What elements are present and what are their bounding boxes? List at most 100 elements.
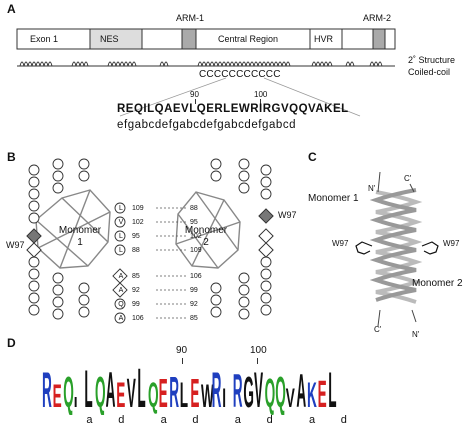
domain-central-label: Central Region (218, 34, 279, 44)
logo-letter: R (169, 368, 179, 415)
pair-left-num-6: 92 (132, 287, 140, 294)
pair-right-num-3: 102 (190, 233, 202, 240)
logo-letter: G (243, 368, 254, 415)
secondary-structure-line (17, 61, 395, 67)
panel-c-letter: C (308, 150, 317, 164)
logo-letter: E (53, 380, 62, 415)
logo-letter: Q (63, 368, 74, 415)
pair-right-num-2: 95 (190, 219, 198, 226)
logo-letter: A (106, 362, 116, 415)
pair-right-num-6: 99 (190, 287, 198, 294)
logo-letter: Q (265, 371, 276, 415)
pair-right-num-4: 109 (190, 247, 202, 254)
core-res-5: A (118, 273, 124, 280)
panel-d-letter: D (7, 336, 16, 350)
pair-left-num-7: 99 (132, 301, 140, 308)
wheel-monomer-1 (35, 189, 111, 269)
n-bot-label: N' (412, 330, 420, 339)
left-residue-columns (28, 158, 90, 320)
logo-heptad-mark: a (309, 414, 316, 426)
c-bot-label: C' (374, 325, 382, 334)
logo-letter: Q (95, 368, 106, 415)
c-top-label: C' (404, 174, 412, 183)
core-res-1: L (119, 205, 123, 212)
logo-letter: Q (275, 368, 286, 415)
heptad-register: efgabcdefgabcdefgabcdefgabcd (117, 119, 297, 131)
w97-c-right-label: W97 (443, 239, 460, 248)
logo-heptad-mark: a (86, 414, 93, 426)
pair-left-num-1: 109 (132, 205, 144, 212)
monomer1-structure-label: Monomer 1 (308, 193, 359, 204)
legend-coiled-coil: Coiled-coil (408, 67, 451, 77)
logo-letter: V (127, 371, 136, 415)
nes-box (89, 28, 143, 50)
logo-heptad-mark: a (234, 414, 241, 426)
pair-right-num-7: 92 (190, 301, 198, 308)
logo-heptad-mark: d (118, 414, 125, 426)
logo-letter: L (137, 356, 145, 415)
wheel-monomer-2 (175, 191, 241, 269)
logo-letter: V (254, 362, 263, 415)
logo-heptad-mark: a (160, 414, 167, 426)
right-residue-columns (210, 158, 272, 320)
logo-heptad-mark: d (266, 414, 273, 426)
pair-left-num-5: 85 (132, 273, 140, 280)
domain-hvr-label: HVR (314, 34, 334, 44)
domain-bar (16, 28, 396, 50)
w97-left-label: W97 (6, 240, 25, 250)
arm1-box (181, 28, 197, 50)
logo-letter: E (159, 371, 168, 415)
w97-right-label: W97 (278, 210, 297, 220)
logo-letter: L (328, 362, 336, 415)
arm2-label: ARM-2 (363, 13, 392, 23)
pair-right-num-1: 88 (190, 205, 198, 212)
core-res-7: Q (118, 301, 124, 308)
logo-letter: I (74, 395, 78, 412)
logo-letter: Q (148, 375, 159, 415)
logo-letter: R (42, 362, 52, 415)
panel-a-letter: A (7, 2, 16, 16)
logo-letter: E (190, 371, 199, 415)
sequence-text: REQILQAEVLQERLEWRIRGVQQVAKEL (117, 103, 349, 115)
coiled-coil-prediction: CCCCCCCCCCC (199, 69, 281, 80)
core-res-3: L (119, 233, 123, 240)
logo-letter: R (212, 362, 222, 415)
w97-c-left-label: W97 (332, 239, 349, 248)
domain-diagram (16, 28, 396, 117)
core-res-6: A (118, 287, 124, 294)
logo-letter: E (116, 375, 125, 415)
core-residue-markers (112, 202, 128, 324)
w97-right-diamond (258, 208, 274, 224)
core-res-4: L (119, 247, 123, 254)
logo-heptad-mark: d (340, 414, 347, 426)
pair-left-num-3: 95 (132, 233, 140, 240)
logo-letter: K (307, 375, 317, 415)
pair-left-num-2: 102 (132, 219, 144, 226)
logo-letter: W (201, 380, 214, 415)
pair-left-num-4: 88 (132, 247, 140, 254)
logo-letter: L (180, 375, 188, 415)
panel-b-letter: B (7, 150, 16, 164)
seq-number-100: 100 (254, 90, 268, 99)
logo-letter: R (233, 366, 243, 415)
logo-letter: V (286, 384, 295, 413)
w97-left-diamond (26, 228, 42, 244)
coiled-coil-structure (355, 171, 439, 327)
logo-letter: A (296, 366, 306, 415)
legend-structure: 2˚ Structure (408, 55, 456, 65)
core-res-8: A (118, 315, 124, 322)
logo-letter: I (222, 384, 226, 413)
seq-number-90: 90 (190, 90, 199, 99)
pair-right-num-5: 106 (190, 273, 202, 280)
core-res-2: V (118, 219, 124, 226)
logo-number-90: 90 (176, 345, 188, 356)
domain-nes-label: NES (100, 34, 119, 44)
logo-letter: E (318, 374, 327, 415)
logo-number-100: 100 (250, 345, 267, 356)
logo-letter: L (84, 360, 92, 415)
arm1-label: ARM-1 (176, 13, 205, 23)
